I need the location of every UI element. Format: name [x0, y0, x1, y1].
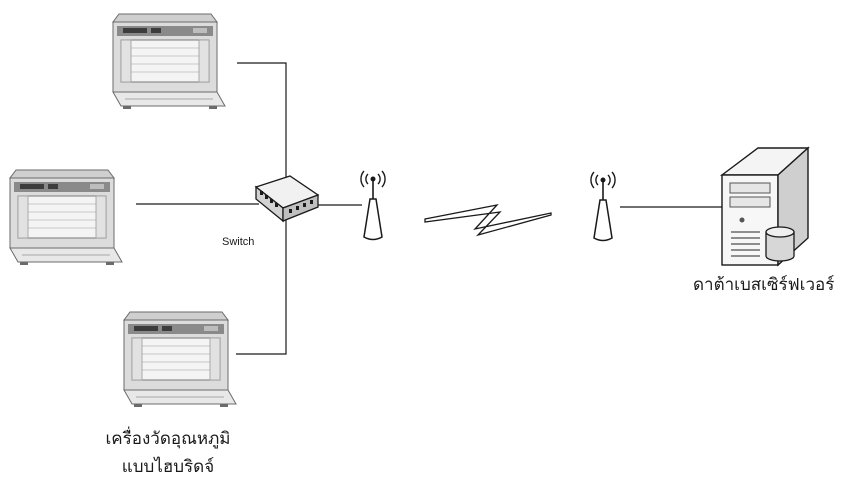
recorder-middle-icon [9, 169, 123, 266]
connection-lines [136, 62, 722, 355]
wireless-antenna-left-icon [360, 170, 386, 241]
database-cylinder-icon [765, 226, 795, 262]
recorder-top-icon [112, 13, 226, 110]
network-switch-icon [254, 175, 320, 223]
switch-label: Switch [222, 236, 255, 248]
recorder-label-line2: แบบไฮบริดจ์ [121, 457, 215, 477]
wireless-antenna-right-icon [590, 171, 616, 242]
database-server-icon [719, 146, 810, 267]
wireless-link-icon [424, 203, 552, 237]
recorder-label-line1: เครื่องวัดอุณหภูมิ [105, 429, 231, 449]
recorder-bottom-icon [123, 311, 237, 408]
server-label: ดาต้าเบสเซิร์ฟเวอร์ [693, 275, 835, 295]
recorder-label: เครื่องวัดอุณหภูมิ แบบไฮบริดจ์ [78, 425, 258, 481]
